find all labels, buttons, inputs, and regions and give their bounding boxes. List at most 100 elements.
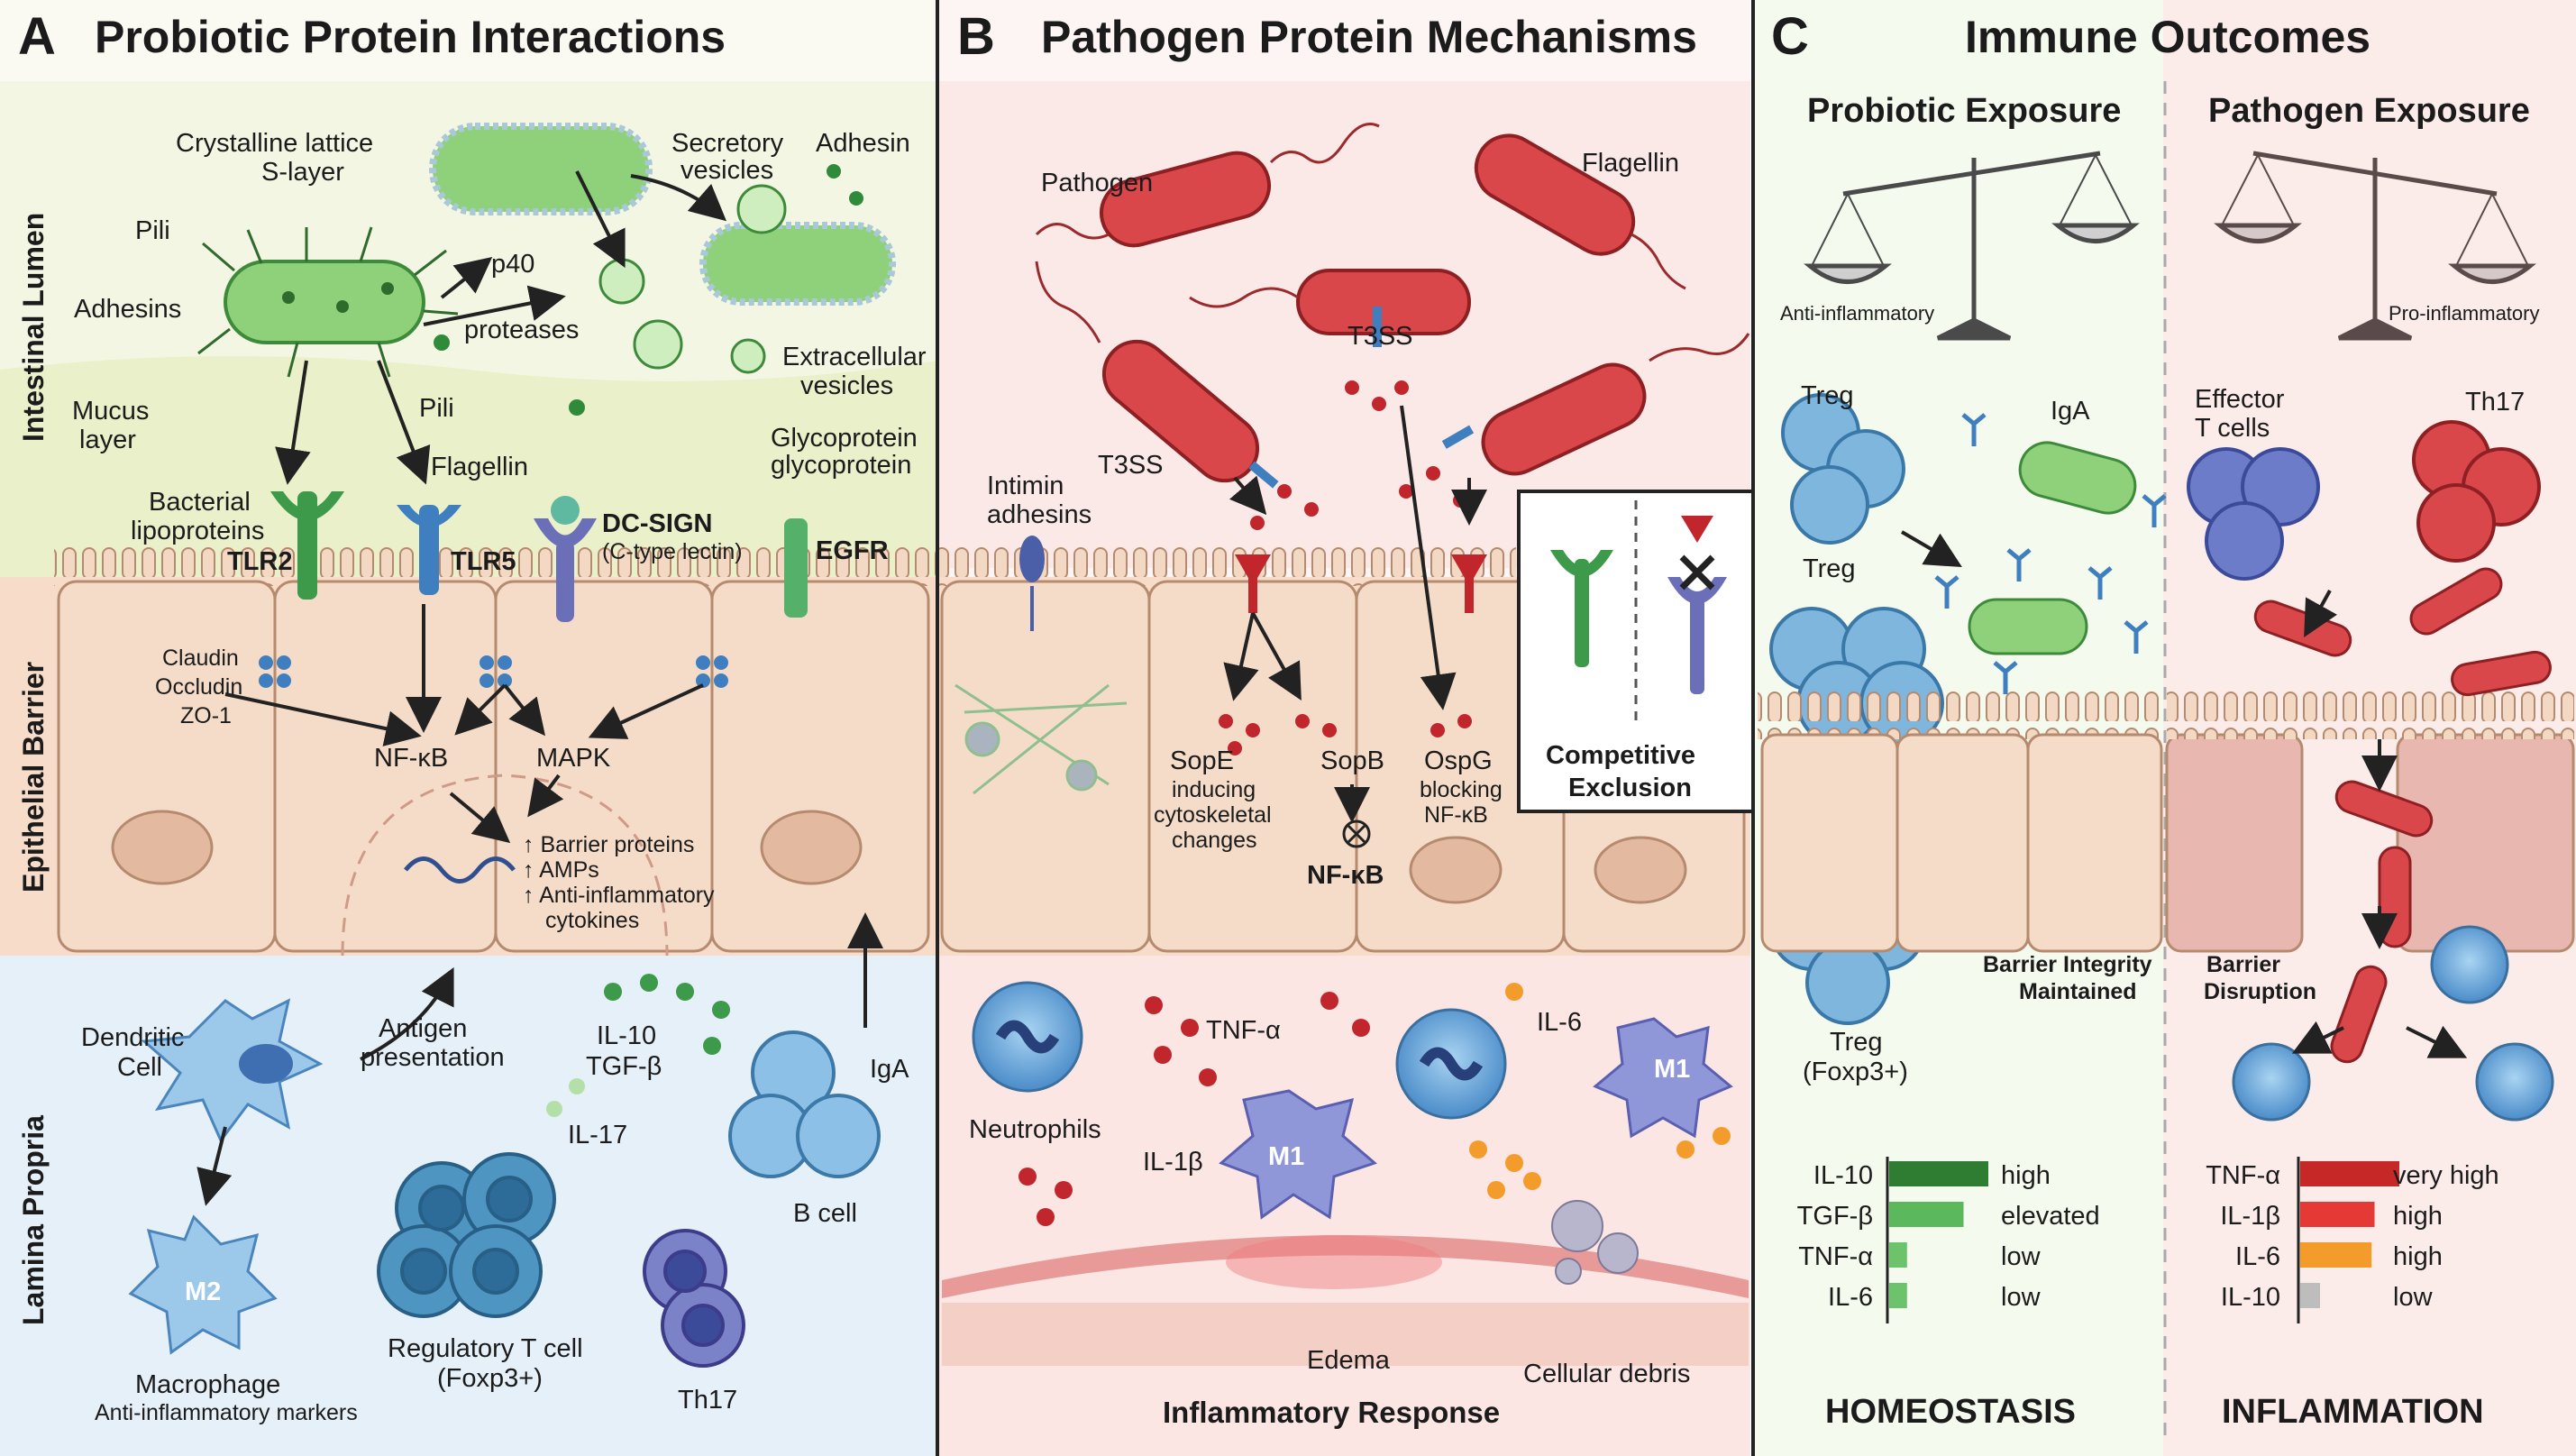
label-effector-t: T cells [2195,414,2270,443]
chart-category-label: IL-10 [1813,1161,1873,1190]
panel-b [939,0,1759,1456]
label-ospg-blocking: blocking [1420,777,1503,802]
chart-value-label: high [2393,1202,2443,1231]
chart-value-label: low [2001,1242,2042,1271]
label-pathogen-exposure: Pathogen Exposure [2208,92,2530,130]
label-tlr5: TLR5 [451,547,516,576]
panel-a-letter: A [18,7,56,66]
dcsign-receptor [534,496,597,622]
label-dendritic: Dendritic [81,1023,184,1052]
chart-bar [2300,1242,2372,1268]
label-amps: ↑ AMPs [523,857,599,883]
panel-b-letter: B [957,7,995,66]
label-tnfa-b: TNF-α [1206,1016,1281,1045]
probiotic-bacterium-main [197,226,459,378]
arrows-a [196,170,883,1206]
scale-pro-inflammatory [2214,151,2536,341]
tlr5-receptor [397,505,461,595]
macrophage-m2 [128,1214,278,1355]
label-extracellular: Extracellular [782,343,927,371]
label-il6-b: IL-6 [1537,1008,1582,1037]
label-m1-a: M1 [1268,1142,1304,1171]
pathogen-bacteria-c [2253,567,2552,1064]
label-pro-inflammatory-scale: Pro-inflammatory [2389,302,2539,325]
pathogen-bacteria [1100,133,1647,483]
label-treg-c: Treg [1830,1028,1883,1057]
chart-category-label: TNF-α [1798,1242,1873,1271]
egfr-receptor [784,518,808,618]
label-cytokines: cytokines [545,908,639,933]
neutrophils-c [2232,925,2554,1122]
label-th17-a: Th17 [678,1386,737,1415]
label-anti-markers: Anti-inflammatory markers [95,1400,358,1425]
chart-value-label: high [2001,1161,2051,1190]
label-zo1: ZO-1 [180,703,232,728]
m1-macrophages [1219,1017,1733,1220]
cytoskeleton [955,683,1128,795]
side-labels: Intestinal Lumen Epithelial Barrier Lami… [17,213,50,1325]
label-treg-a: Treg [1801,381,1854,410]
b-cells [728,1030,881,1178]
label-ctype-lectin: (C-type lectin) [602,539,743,564]
label-pili-top: Pili [135,216,170,245]
chart-bar [2300,1202,2375,1227]
label-foxp3-a: (Foxp3+) [437,1364,543,1393]
panel-a-title: Probiotic Protein Interactions [95,12,726,62]
cytokine-dots-a [546,974,730,1117]
label-neutrophils: Neutrophils [969,1115,1101,1144]
chart-bar [1889,1283,1907,1308]
cellular-debris [1551,1200,1639,1285]
edema-tissue [942,1235,1749,1366]
chart-value-label: high [2393,1242,2443,1271]
chart-category-label: IL-10 [2221,1283,2280,1312]
label-extracellular-vesicles: vesicles [800,371,893,400]
panel-headers: A Probiotic Protein Interactions B Patho… [18,7,2370,66]
label-m1-b: M1 [1654,1055,1690,1084]
label-nfkb-b: NF-κB [1307,861,1384,890]
label-competitive: Competitive [1546,741,1695,770]
chart-value-label: low [2393,1283,2434,1312]
label-occludin: Occludin [155,674,242,700]
label-p40: p40 [491,250,534,279]
label-nfkb-a: NF-κB [374,744,448,773]
label-il1b-b: IL-1β [1143,1148,1203,1177]
label-inflammatory-response: Inflammatory Response [1163,1396,1500,1429]
panel-c-title: Immune Outcomes [1965,12,2370,62]
label-th17-c: Th17 [2465,388,2525,417]
dna-icon [404,856,516,884]
side-label-lumen: Intestinal Lumen [17,213,50,442]
chart-category-label: IL-1β [2220,1202,2280,1231]
label-lipoproteins: lipoproteins [131,517,264,545]
label-layer: layer [79,426,136,454]
th17-cells-c [2412,420,2541,563]
chart-bar [1889,1242,1907,1268]
label-presentation: presentation [361,1043,505,1072]
chart-bar [1889,1202,1964,1227]
label-anti-inflammatory-scale: Anti-inflammatory [1780,302,1934,325]
label-sopb: SopB [1320,746,1384,775]
label-slayer: S-layer [261,158,344,187]
neutrophils-b [972,981,1507,1120]
label-mapk: MAPK [536,744,611,773]
label-sope-inducing: inducing [1172,777,1256,802]
chart-bar [2300,1283,2320,1308]
label-pili-bottom: Pili [419,394,454,423]
cytokine-dots-b [1019,983,1731,1226]
label-probiotic-exposure: Probiotic Exposure [1807,92,2121,130]
label-glycoprotein: Glycoprotein [771,424,918,453]
label-debris: Cellular debris [1523,1360,1690,1388]
epithelial-cells-a [57,580,930,957]
label-sope-changes: changes [1172,828,1257,853]
label-antigen: Antigen [379,1014,467,1043]
label-il17: IL-17 [568,1121,627,1149]
effector-t-cells [2187,447,2320,581]
chart-category-label: IL-6 [1828,1283,1873,1312]
label-egfr: EGFR [816,536,889,565]
epithelium-c [1758,685,2575,953]
panel-b-labels: Pathogen Flagellin T3SS T3SS Intimin adh… [969,149,1695,1429]
label-tlr2: TLR2 [227,547,293,576]
